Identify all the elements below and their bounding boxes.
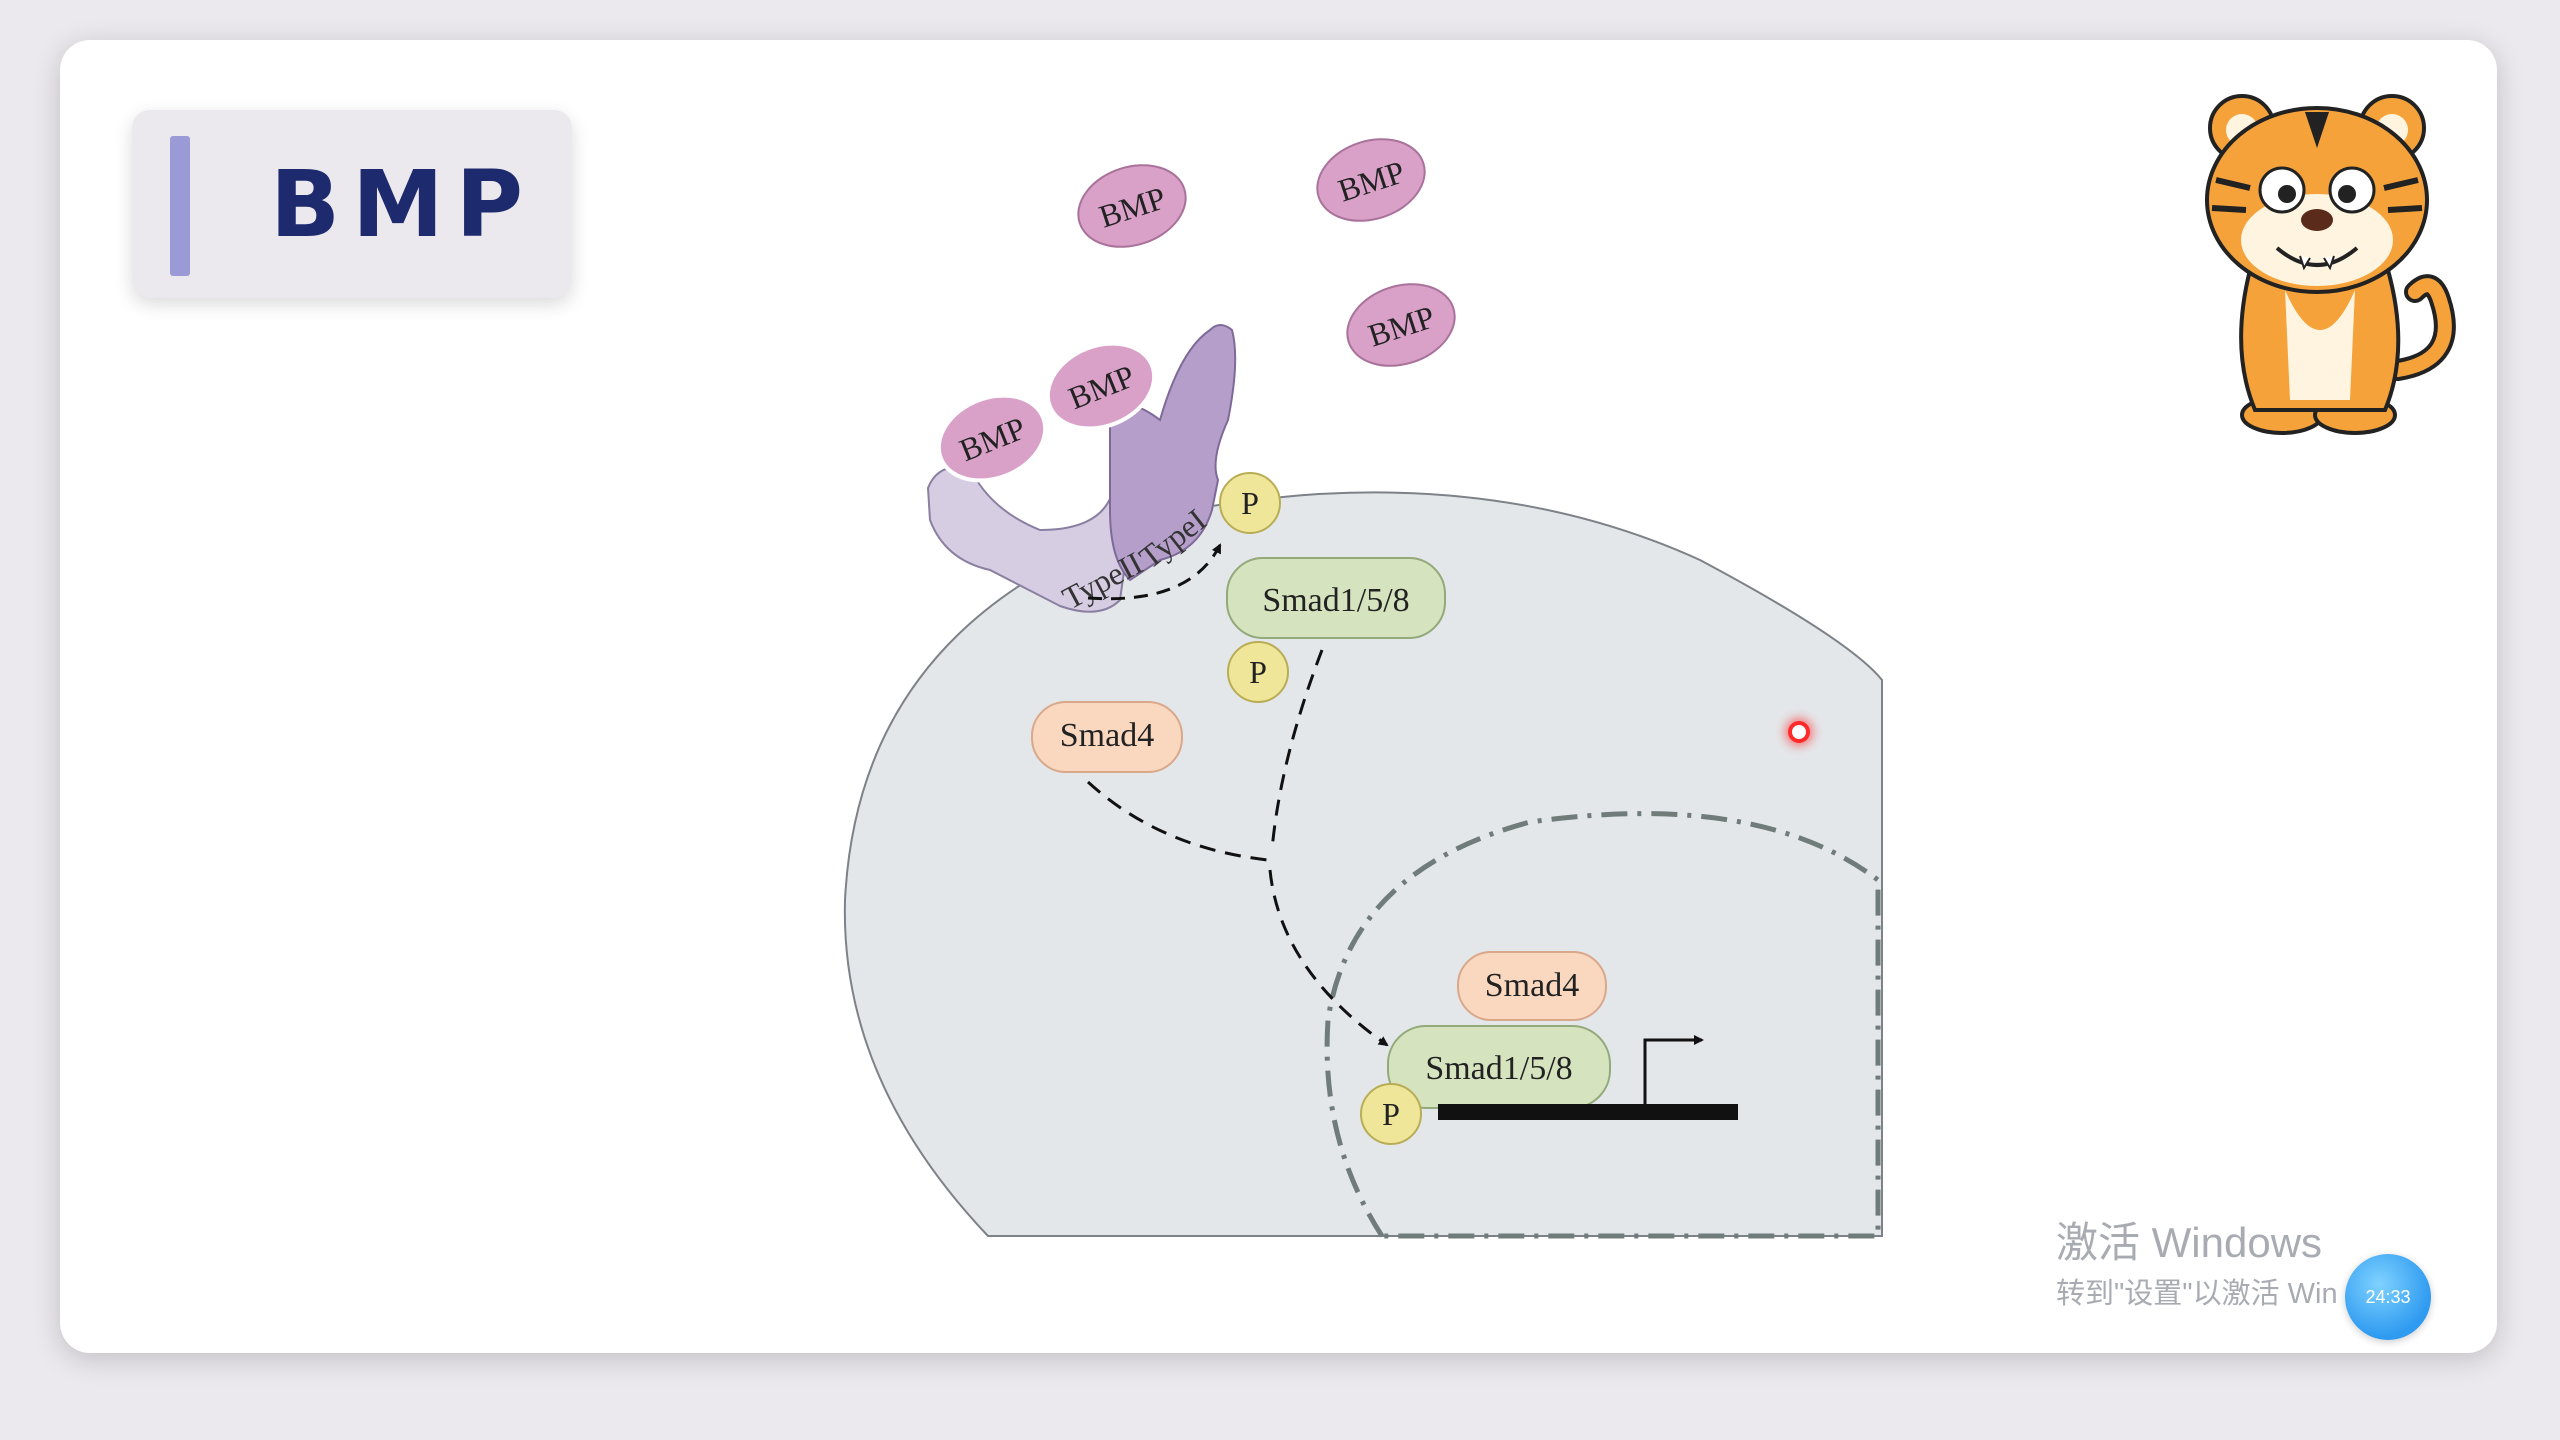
svg-text:P: P — [1382, 1096, 1400, 1132]
svg-text:Smad4: Smad4 — [1485, 967, 1579, 1004]
watermark-subtitle: 转到"设置"以激活 Win — [2056, 1278, 2338, 1310]
nuclear-smad4-node: Smad4 — [1457, 951, 1607, 1021]
type1-receptor — [1109, 324, 1237, 582]
phospho-badge: P — [1219, 472, 1281, 534]
nuclear-import-arrow — [1268, 869, 1389, 1047]
laser-pointer-icon — [1788, 721, 1810, 743]
svg-text:Smad4: Smad4 — [1060, 717, 1154, 754]
dna-strand — [1438, 1104, 1738, 1120]
smad158-path — [1270, 649, 1324, 851]
bmp-ligand: BMP — [1077, 164, 1187, 248]
smad158-node: Smad1/5/8 — [1226, 557, 1446, 639]
transcription-start-arrow — [1643, 1035, 1704, 1104]
slide: BMP TypeII TypeI BMP BMP BMP — [60, 40, 2497, 1353]
title-card: BMP — [132, 110, 572, 298]
bmp-ligand: BMP — [1346, 283, 1456, 367]
svg-text:P: P — [1241, 485, 1259, 521]
svg-text:P: P — [1249, 654, 1267, 690]
title-accent-bar — [170, 136, 190, 276]
nucleus-boundary — [1324, 811, 1881, 1239]
tiger-mascot-icon — [2205, 94, 2456, 435]
watermark-title: 激活 Windows — [2056, 1219, 2323, 1266]
bmp-ligand: BMP — [1045, 341, 1157, 431]
svg-text:Smad1/5/8: Smad1/5/8 — [1262, 582, 1409, 619]
bmp-ligand: BMP — [936, 393, 1048, 483]
svg-text:Smad1/5/8: Smad1/5/8 — [1425, 1050, 1572, 1087]
phospho-badge: P — [1360, 1083, 1422, 1145]
smad4-node: Smad4 — [1031, 701, 1183, 773]
activation-watermark: 激活 Windows 转到"设置"以激活 Win — [2056, 1218, 2338, 1314]
clock-badge[interactable]: 24:33 — [2345, 1254, 2431, 1340]
slide-title: BMP — [270, 151, 536, 258]
nuclear-smad158-node: Smad1/5/8 — [1387, 1025, 1611, 1109]
phospho-badge: P — [1227, 641, 1289, 703]
bmp-ligand: BMP — [1316, 138, 1426, 222]
bmp-pathway-diagram: TypeII TypeI BMP BMP BMP BMP BMP P — [843, 138, 1883, 1239]
